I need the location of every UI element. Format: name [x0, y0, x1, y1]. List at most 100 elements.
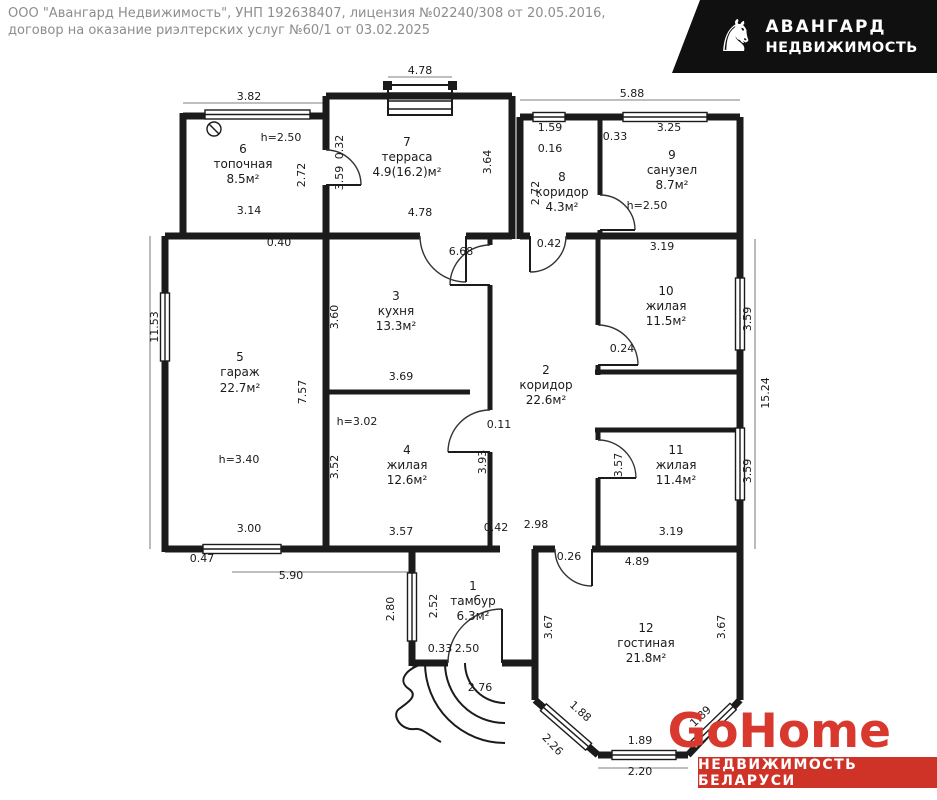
- room-name: жилая: [646, 299, 687, 313]
- dim-label: 4.78: [408, 206, 433, 219]
- dim-label: 3.67: [715, 615, 728, 640]
- dim-label: 0.40: [267, 236, 292, 249]
- room-name: санузел: [647, 163, 697, 177]
- dim-label: 0.47: [190, 552, 215, 565]
- dim-label: 3.57: [612, 453, 625, 478]
- chimney-symbol: [206, 121, 222, 137]
- room-name: коридор: [519, 378, 572, 392]
- logo-title: АВАНГАРД: [765, 17, 887, 37]
- door-leaves: [326, 184, 638, 663]
- stairs-outline: [387, 84, 453, 116]
- chimney-circle: [206, 121, 222, 137]
- gohome-tagline-bar: НЕДВИЖИМОСТЬ БЕЛАРУСИ: [698, 756, 937, 789]
- room-area: 12.6м²: [387, 473, 428, 487]
- gohome-tagline: НЕДВИЖИМОСТЬ БЕЛАРУСИ: [698, 756, 858, 789]
- avangard-logo: ♞ АВАНГАРД НЕДВИЖИМОСТЬ: [672, 0, 937, 73]
- dim-label: 1.59: [538, 121, 563, 134]
- dim-label: h=2.50: [627, 199, 668, 212]
- dim-label: 5.88: [620, 87, 645, 100]
- window: [202, 543, 282, 555]
- dim-label: 3.52: [328, 455, 341, 480]
- room-number: 4: [403, 443, 411, 457]
- window: [622, 111, 708, 123]
- dim-label: h=3.40: [219, 453, 260, 466]
- window-glass-line: [692, 706, 734, 746]
- gohome-logo: GoHome: [667, 704, 891, 759]
- chimney-slash: [208, 123, 220, 135]
- dim-label: 2.26: [539, 731, 565, 758]
- header-line-1: ООО "Авангард Недвижимость", УНП 1926384…: [8, 6, 606, 21]
- porch-steps: [395, 662, 506, 744]
- dim-label: 6.68: [449, 245, 474, 258]
- stair-post-left: [383, 81, 392, 90]
- dim-label: 11.53: [148, 311, 161, 343]
- dim-label: 3.19: [650, 240, 675, 253]
- window: [159, 292, 171, 362]
- room-number: 8: [558, 170, 566, 184]
- dim-label: 3.00: [237, 522, 262, 535]
- dim-label: 0.42: [484, 521, 509, 534]
- room-area: 8.7м²: [656, 178, 689, 192]
- room-number: 9: [668, 148, 676, 162]
- dim-label: 3.57: [389, 525, 414, 538]
- dim-label: 2.72: [295, 163, 308, 188]
- dim-label: 3.59: [333, 166, 346, 191]
- dim-label: 2.20: [628, 765, 653, 778]
- room-number: 10: [658, 284, 673, 298]
- window: [734, 427, 746, 501]
- stair-post-right: [448, 81, 457, 90]
- window: [539, 702, 593, 752]
- dim-label: 2.76: [468, 681, 493, 694]
- room-name: жилая: [656, 458, 697, 472]
- avangard-logo-text: АВАНГАРД НЕДВИЖИМОСТЬ: [765, 17, 917, 56]
- dim-label: 3.19: [659, 525, 684, 538]
- partition-walls: [326, 117, 740, 552]
- room-number: 2: [542, 363, 550, 377]
- room-name: жилая: [387, 458, 428, 472]
- dim-label: 3.59: [741, 307, 754, 332]
- window: [204, 109, 311, 120]
- dim-label: 3.59: [741, 459, 754, 484]
- stairs: [383, 81, 457, 116]
- room-name: гараж: [220, 365, 260, 379]
- dim-label: 1.88: [567, 698, 594, 724]
- dim-label: 2.80: [384, 597, 397, 622]
- room-name: кухня: [378, 304, 415, 318]
- window: [532, 111, 566, 123]
- dim-label: 3.25: [657, 121, 682, 134]
- dim-label: 4.78: [408, 64, 433, 77]
- room-number: 12: [638, 621, 653, 635]
- dim-label: 3.60: [328, 305, 341, 330]
- dim-label: 0.33: [603, 130, 628, 143]
- dim-label: 2.98: [524, 518, 549, 531]
- room-area: 6.3м²: [457, 609, 490, 623]
- dim-label: 0.32: [333, 135, 346, 160]
- dim-label: 5.90: [279, 569, 304, 582]
- dim-label: 3.64: [481, 150, 494, 175]
- room-area: 22.7м²: [220, 381, 261, 395]
- window: [734, 277, 746, 351]
- room-name: гостиная: [617, 636, 674, 650]
- room-number: 6: [239, 142, 247, 156]
- room-name: коридор: [535, 185, 588, 199]
- agency-header: ООО "Авангард Недвижимость", УНП 1926384…: [8, 5, 606, 39]
- dim-label: 2.52: [427, 594, 440, 619]
- room-area: 13.3м²: [376, 319, 417, 333]
- room-labels: 6 топочная 8.5м² 7 терраса 4.9(16.2)м² 8…: [213, 135, 697, 665]
- room-area: 4.9(16.2)м²: [372, 165, 441, 179]
- dim-label: h=2.50: [261, 131, 302, 144]
- dim-label: 3.82: [237, 90, 262, 103]
- header-line-2: договор на оказание риэлтерских услуг №6…: [8, 23, 431, 39]
- room-number: 1: [469, 579, 477, 593]
- dim-label: 2.72: [529, 181, 542, 206]
- dim-label: 0.11: [487, 418, 512, 431]
- room-area: 11.4м²: [656, 473, 697, 487]
- dim-label: 0.33: [428, 642, 453, 655]
- door-arcs: [325, 149, 639, 664]
- room-number: 3: [392, 289, 400, 303]
- dim-label: 3.93: [476, 450, 489, 475]
- room-number: 5: [236, 350, 244, 364]
- dim-label: 4.89: [625, 555, 650, 568]
